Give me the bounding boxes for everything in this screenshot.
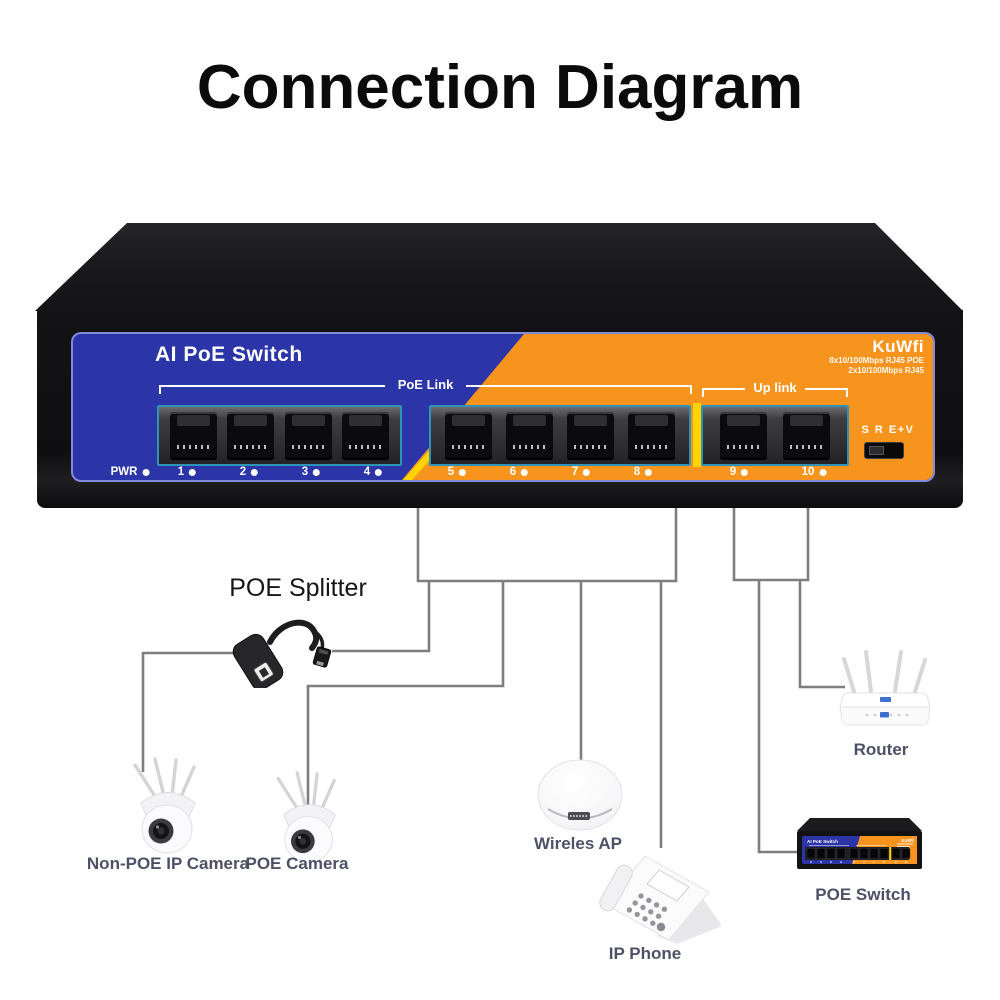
mode-switch-label: S R E+V: [861, 424, 915, 436]
rj45-port-4: [342, 412, 390, 460]
switch-top-face: [35, 223, 963, 311]
port-label-1: 1: [178, 466, 197, 478]
port-label-3: 3: [302, 466, 321, 478]
router-antennas: [842, 650, 927, 697]
port-label-5: 5: [448, 466, 467, 478]
uplink-bracket: Up link: [702, 380, 848, 398]
poe-link-bracket: PoE Link: [159, 377, 692, 395]
rj45-port-5: [445, 412, 492, 460]
mode-slide-switch: [864, 442, 904, 459]
wire-poe-bus: [416, 508, 678, 583]
mini-panel: AI PoE Switch KuWfi: [802, 836, 917, 864]
uplink-label: Up link: [753, 380, 797, 395]
non-poe-camera-illustration: [133, 757, 196, 854]
wire-to-splitter: [332, 581, 431, 653]
ap-label: Wireles AP: [533, 834, 623, 853]
splitter-label: POE Splitter: [229, 574, 367, 602]
spec-line-1: 8x10/100Mbps RJ45 POE: [829, 356, 924, 365]
ip-phone-illustration: [599, 855, 722, 944]
port-label-6: 6: [510, 466, 529, 478]
wire-to-poe-switch: [757, 580, 797, 854]
port-label-2: 2: [240, 466, 259, 478]
splitter-rj45-plug: [312, 646, 332, 668]
phone-handset: [599, 864, 633, 912]
port-label-7: 7: [572, 466, 591, 478]
camera-antennas: [276, 771, 336, 813]
rj45-port-3: [284, 412, 332, 460]
rj45-port-10: [783, 412, 831, 460]
phone-label: IP Phone: [608, 944, 682, 963]
phone-screen: [646, 869, 690, 902]
ap-grill: [568, 812, 590, 820]
camera1-label: Non-POE IP Camera: [86, 854, 250, 873]
poe-switch-2-label: POE Switch: [815, 885, 911, 904]
port-label-10: 10: [802, 466, 827, 478]
port-label-4: 4: [364, 466, 383, 478]
pwr-indicator: PWR: [111, 466, 150, 478]
rj45-port-8: [628, 412, 675, 460]
phone-keypad: [626, 893, 668, 932]
poe-camera-illustration: [276, 771, 336, 863]
brand-block: KuWfi 8x10/100Mbps RJ45 POE 2x10/100Mbps…: [829, 338, 924, 376]
camera-antennas: [133, 757, 196, 801]
mini-port-dots: [810, 861, 907, 863]
port-block-1-4: [157, 405, 402, 466]
page-title: Connection Diagram: [196, 53, 804, 122]
poe-switch-device: AI PoE Switch KuWfi 8x10/100Mbps RJ45 PO…: [35, 220, 963, 510]
port-block-9-10: [701, 405, 849, 466]
panel-yellow-vertical-stripe: [693, 403, 701, 467]
poe-switch-2-illustration: AI PoE Switch KuWfi: [797, 818, 922, 869]
router-label: Router: [853, 740, 909, 759]
spec-line-2: 2x10/100Mbps RJ45: [848, 366, 924, 375]
wireless-ap-illustration: [537, 759, 623, 831]
switch-model-label: AI PoE Switch: [155, 343, 303, 366]
mini-ports: [806, 848, 911, 859]
port-label-9: 9: [730, 466, 749, 478]
camera2-label: POE Camera: [245, 854, 349, 873]
svg-text:AI PoE Switch: AI PoE Switch: [807, 839, 838, 844]
wire-to-camera2: [306, 581, 505, 808]
wire-splitter-to-camera1: [141, 651, 262, 772]
wire-to-router: [798, 580, 845, 689]
poe-link-label: PoE Link: [397, 377, 454, 392]
rj45-port-7: [567, 412, 614, 460]
wire-uplink-bus: [732, 508, 810, 582]
port-label-8: 8: [634, 466, 653, 478]
rj45-port-1: [169, 412, 217, 460]
brand-logo: KuWfi: [872, 337, 924, 356]
poe-splitter-illustration: [232, 619, 332, 688]
svg-text:KuWfi: KuWfi: [901, 838, 914, 843]
rj45-port-9: [719, 412, 767, 460]
switch-front-panel: AI PoE Switch KuWfi 8x10/100Mbps RJ45 PO…: [71, 332, 935, 482]
router-illustration: [839, 650, 931, 726]
rj45-port-2: [227, 412, 275, 460]
rj45-port-6: [506, 412, 553, 460]
port-block-5-8: [429, 405, 691, 466]
